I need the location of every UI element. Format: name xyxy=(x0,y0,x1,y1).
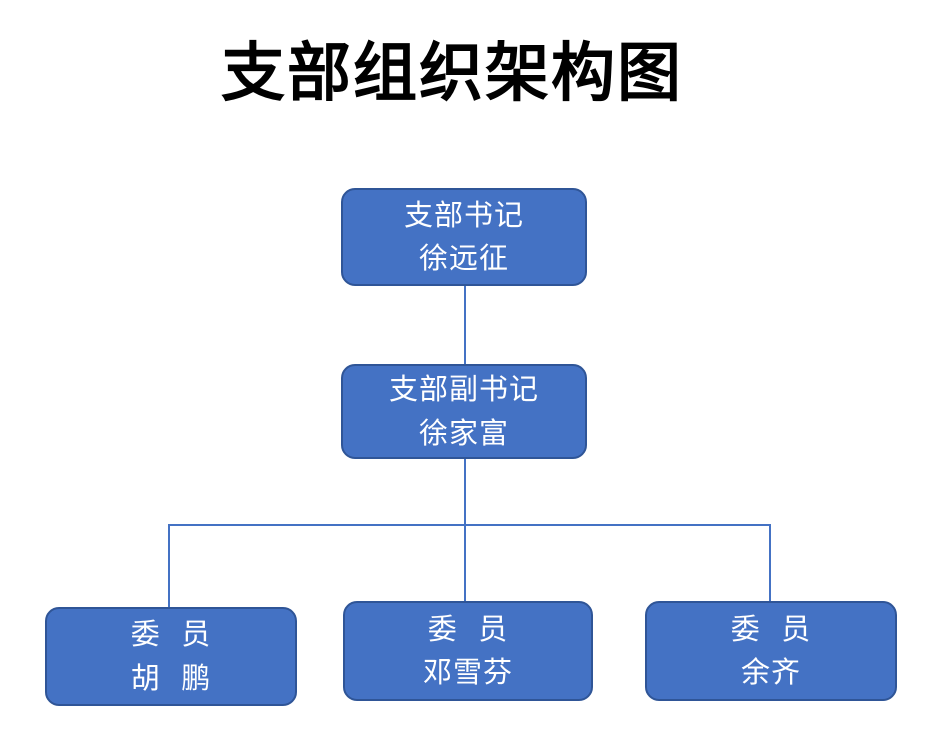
org-node-member-2: 委 员 邓雪芬 xyxy=(343,601,593,701)
connector-drop-member-2 xyxy=(464,524,466,601)
node-role-label: 委 员 xyxy=(730,611,812,646)
page-title: 支部组织架构图 xyxy=(221,36,683,111)
node-person-label: 余齐 xyxy=(740,655,801,689)
connector-deputy-to-bus xyxy=(464,459,466,525)
org-node-member-3: 委 员 余齐 xyxy=(645,601,897,701)
node-role-label: 支部副书记 xyxy=(388,372,539,406)
connector-drop-member-1 xyxy=(168,524,170,607)
connector-horizontal-bus xyxy=(168,524,771,526)
node-person-label: 徐远征 xyxy=(418,241,509,275)
node-role-label: 支部书记 xyxy=(403,197,524,232)
connector-top-to-deputy xyxy=(464,286,466,364)
node-person-label: 邓雪芬 xyxy=(422,655,513,689)
node-role-label: 委 员 xyxy=(427,611,509,646)
org-node-deputy-secretary: 支部副书记 徐家富 xyxy=(341,364,587,459)
org-node-secretary: 支部书记 徐远征 xyxy=(341,188,587,286)
connector-drop-member-3 xyxy=(769,524,771,601)
node-person-label: 胡 鹏 xyxy=(130,660,212,695)
org-node-member-1: 委 员 胡 鹏 xyxy=(45,607,297,706)
node-person-label: 徐家富 xyxy=(418,415,509,450)
node-role-label: 委 员 xyxy=(130,617,212,651)
